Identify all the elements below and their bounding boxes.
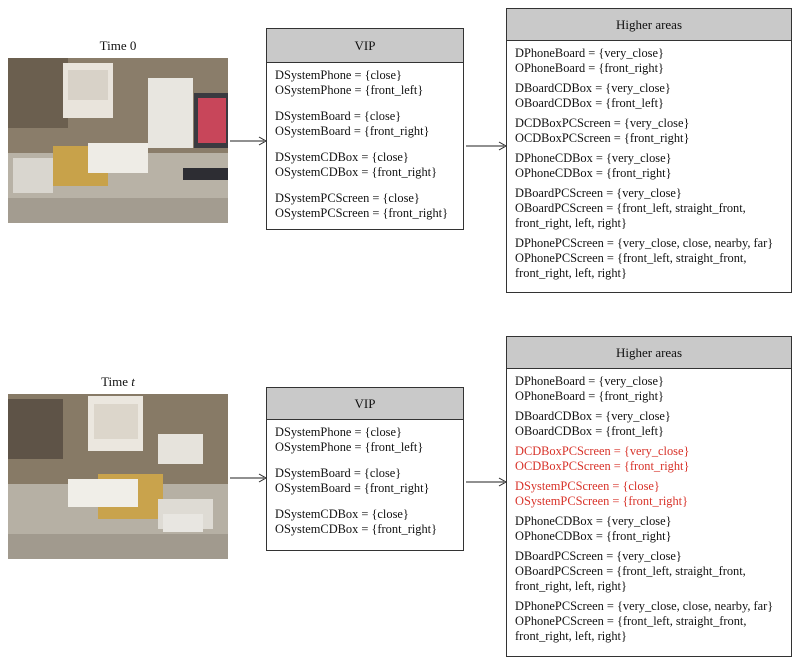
relation-group: DPhoneCDBox = {very_close}OPhoneCDBox = …	[515, 151, 783, 181]
relation-group: DSystemBoard = {close}OSystemBoard = {fr…	[275, 466, 455, 496]
vip-relations: DSystemPhone = {close}OSystemPhone = {fr…	[267, 63, 463, 221]
vip-box-time-0: VIP DSystemPhone = {close}OSystemPhone =…	[266, 28, 464, 230]
vip-header: VIP	[267, 388, 463, 420]
higher-areas-relations: DPhoneBoard = {very_close}OPhoneBoard = …	[507, 369, 791, 644]
relation-line: DBoardPCScreen = {very_close}	[515, 549, 682, 563]
relation-line: OSystemCDBox = {front_right}	[275, 165, 438, 179]
relation-line: OBoardPCScreen = {front_left, straight_f…	[515, 564, 746, 578]
higher-areas-relations: DPhoneBoard = {very_close}OPhoneBoard = …	[507, 41, 791, 281]
relation-line: OBoardCDBox = {front_left}	[515, 96, 664, 110]
relation-line: OSystemBoard = {front_right}	[275, 124, 430, 138]
relation-group: DCDBoxPCScreen = {very_close}OCDBoxPCScr…	[515, 116, 783, 146]
relation-line: DPhoneCDBox = {very_close}	[515, 151, 672, 165]
relation-line: OCDBoxPCScreen = {front_right}	[515, 131, 690, 145]
relation-line: OPhonePCScreen = {front_left, straight_f…	[515, 251, 747, 265]
relation-group: DBoardCDBox = {very_close}OBoardCDBox = …	[515, 409, 783, 439]
relation-line: DPhonePCScreen = {very_close, close, nea…	[515, 599, 774, 613]
relation-line: OSystemCDBox = {front_right}	[275, 522, 438, 536]
relation-line: DBoardCDBox = {very_close}	[515, 81, 671, 95]
vip-relations: DSystemPhone = {close}OSystemPhone = {fr…	[267, 420, 463, 537]
higher-areas-box-time-0: Higher areas DPhoneBoard = {very_close}O…	[506, 8, 792, 293]
time-var: 0	[129, 38, 137, 53]
time-label: Time	[99, 38, 130, 53]
relation-line: OPhoneBoard = {front_right}	[515, 61, 664, 75]
time-label: Time	[101, 374, 132, 389]
relation-line: DCDBoxPCScreen = {very_close}	[515, 444, 690, 458]
arrow-vip-to-higher-0	[466, 141, 508, 151]
relation-line: DPhoneBoard = {very_close}	[515, 374, 664, 388]
relation-line: OSystemPCScreen = {front_right}	[515, 494, 689, 508]
arrow-vip-to-higher-t	[466, 477, 508, 487]
relation-line: front_right, left, right}	[515, 266, 627, 280]
relation-line: DSystemPCScreen = {close}	[275, 191, 420, 205]
relation-line: OPhoneBoard = {front_right}	[515, 389, 664, 403]
higher-areas-box-time-t: Higher areas DPhoneBoard = {very_close}O…	[506, 336, 792, 657]
relation-line: OPhoneCDBox = {front_right}	[515, 166, 672, 180]
relation-line: front_right, left, right}	[515, 216, 627, 230]
relation-group: DSystemPCScreen = {close}OSystemPCScreen…	[275, 191, 455, 221]
relation-group: DBoardPCScreen = {very_close}OBoardPCScr…	[515, 186, 783, 231]
relation-line: OPhoneCDBox = {front_right}	[515, 529, 672, 543]
relation-line: OSystemPhone = {front_left}	[275, 440, 424, 454]
relation-group: DPhonePCScreen = {very_close, close, nea…	[515, 236, 783, 281]
relation-line: DPhonePCScreen = {very_close, close, nea…	[515, 236, 774, 250]
relation-line: DSystemPhone = {close}	[275, 68, 402, 82]
time-var: t	[131, 374, 135, 389]
relation-group: DPhoneCDBox = {very_close}OPhoneCDBox = …	[515, 514, 783, 544]
relation-group: DSystemCDBox = {close}OSystemCDBox = {fr…	[275, 150, 455, 180]
relation-line: DBoardCDBox = {very_close}	[515, 409, 671, 423]
relation-line: OBoardCDBox = {front_left}	[515, 424, 664, 438]
relation-line: DSystemPhone = {close}	[275, 425, 402, 439]
time-caption-0: Time 0	[8, 38, 228, 54]
relation-line: DSystemCDBox = {close}	[275, 150, 409, 164]
relation-group: DSystemBoard = {close}OSystemBoard = {fr…	[275, 109, 455, 139]
relation-group: DSystemPhone = {close}OSystemPhone = {fr…	[275, 68, 455, 98]
relation-group: DBoardPCScreen = {very_close}OBoardPCScr…	[515, 549, 783, 594]
relation-group: DCDBoxPCScreen = {very_close}OCDBoxPCScr…	[515, 444, 783, 474]
arrow-photo-to-vip-t	[230, 473, 268, 483]
relation-line: OCDBoxPCScreen = {front_right}	[515, 459, 690, 473]
vip-box-time-t: VIP DSystemPhone = {close}OSystemPhone =…	[266, 387, 464, 551]
relation-line: DPhoneBoard = {very_close}	[515, 46, 664, 60]
office-desk-photo-time-t	[8, 394, 228, 559]
relation-line: OSystemBoard = {front_right}	[275, 481, 430, 495]
relation-line: DSystemBoard = {close}	[275, 466, 402, 480]
time-caption-t: Time t	[8, 374, 228, 390]
relation-group: DBoardCDBox = {very_close}OBoardCDBox = …	[515, 81, 783, 111]
higher-areas-header: Higher areas	[507, 9, 791, 41]
relation-line: OPhonePCScreen = {front_left, straight_f…	[515, 614, 747, 628]
relation-group: DPhoneBoard = {very_close}OPhoneBoard = …	[515, 374, 783, 404]
vip-header: VIP	[267, 29, 463, 63]
relation-group: DPhonePCScreen = {very_close, close, nea…	[515, 599, 783, 644]
relation-line: DPhoneCDBox = {very_close}	[515, 514, 672, 528]
relation-line: front_right, left, right}	[515, 629, 627, 643]
higher-areas-header: Higher areas	[507, 337, 791, 369]
relation-group: DSystemPhone = {close}OSystemPhone = {fr…	[275, 425, 455, 455]
relation-line: OSystemPCScreen = {front_right}	[275, 206, 449, 220]
relation-line: front_right, left, right}	[515, 579, 627, 593]
relation-line: OSystemPhone = {front_left}	[275, 83, 424, 97]
relation-line: DCDBoxPCScreen = {very_close}	[515, 116, 690, 130]
relation-group: DSystemCDBox = {close}OSystemCDBox = {fr…	[275, 507, 455, 537]
relation-line: OBoardPCScreen = {front_left, straight_f…	[515, 201, 746, 215]
relation-line: DSystemCDBox = {close}	[275, 507, 409, 521]
relation-line: DSystemBoard = {close}	[275, 109, 402, 123]
relation-line: DBoardPCScreen = {very_close}	[515, 186, 682, 200]
office-desk-photo-time-0	[8, 58, 228, 223]
relation-group: DSystemPCScreen = {close}OSystemPCScreen…	[515, 479, 783, 509]
arrow-photo-to-vip-0	[230, 136, 268, 146]
relation-line: DSystemPCScreen = {close}	[515, 479, 660, 493]
relation-group: DPhoneBoard = {very_close}OPhoneBoard = …	[515, 46, 783, 76]
